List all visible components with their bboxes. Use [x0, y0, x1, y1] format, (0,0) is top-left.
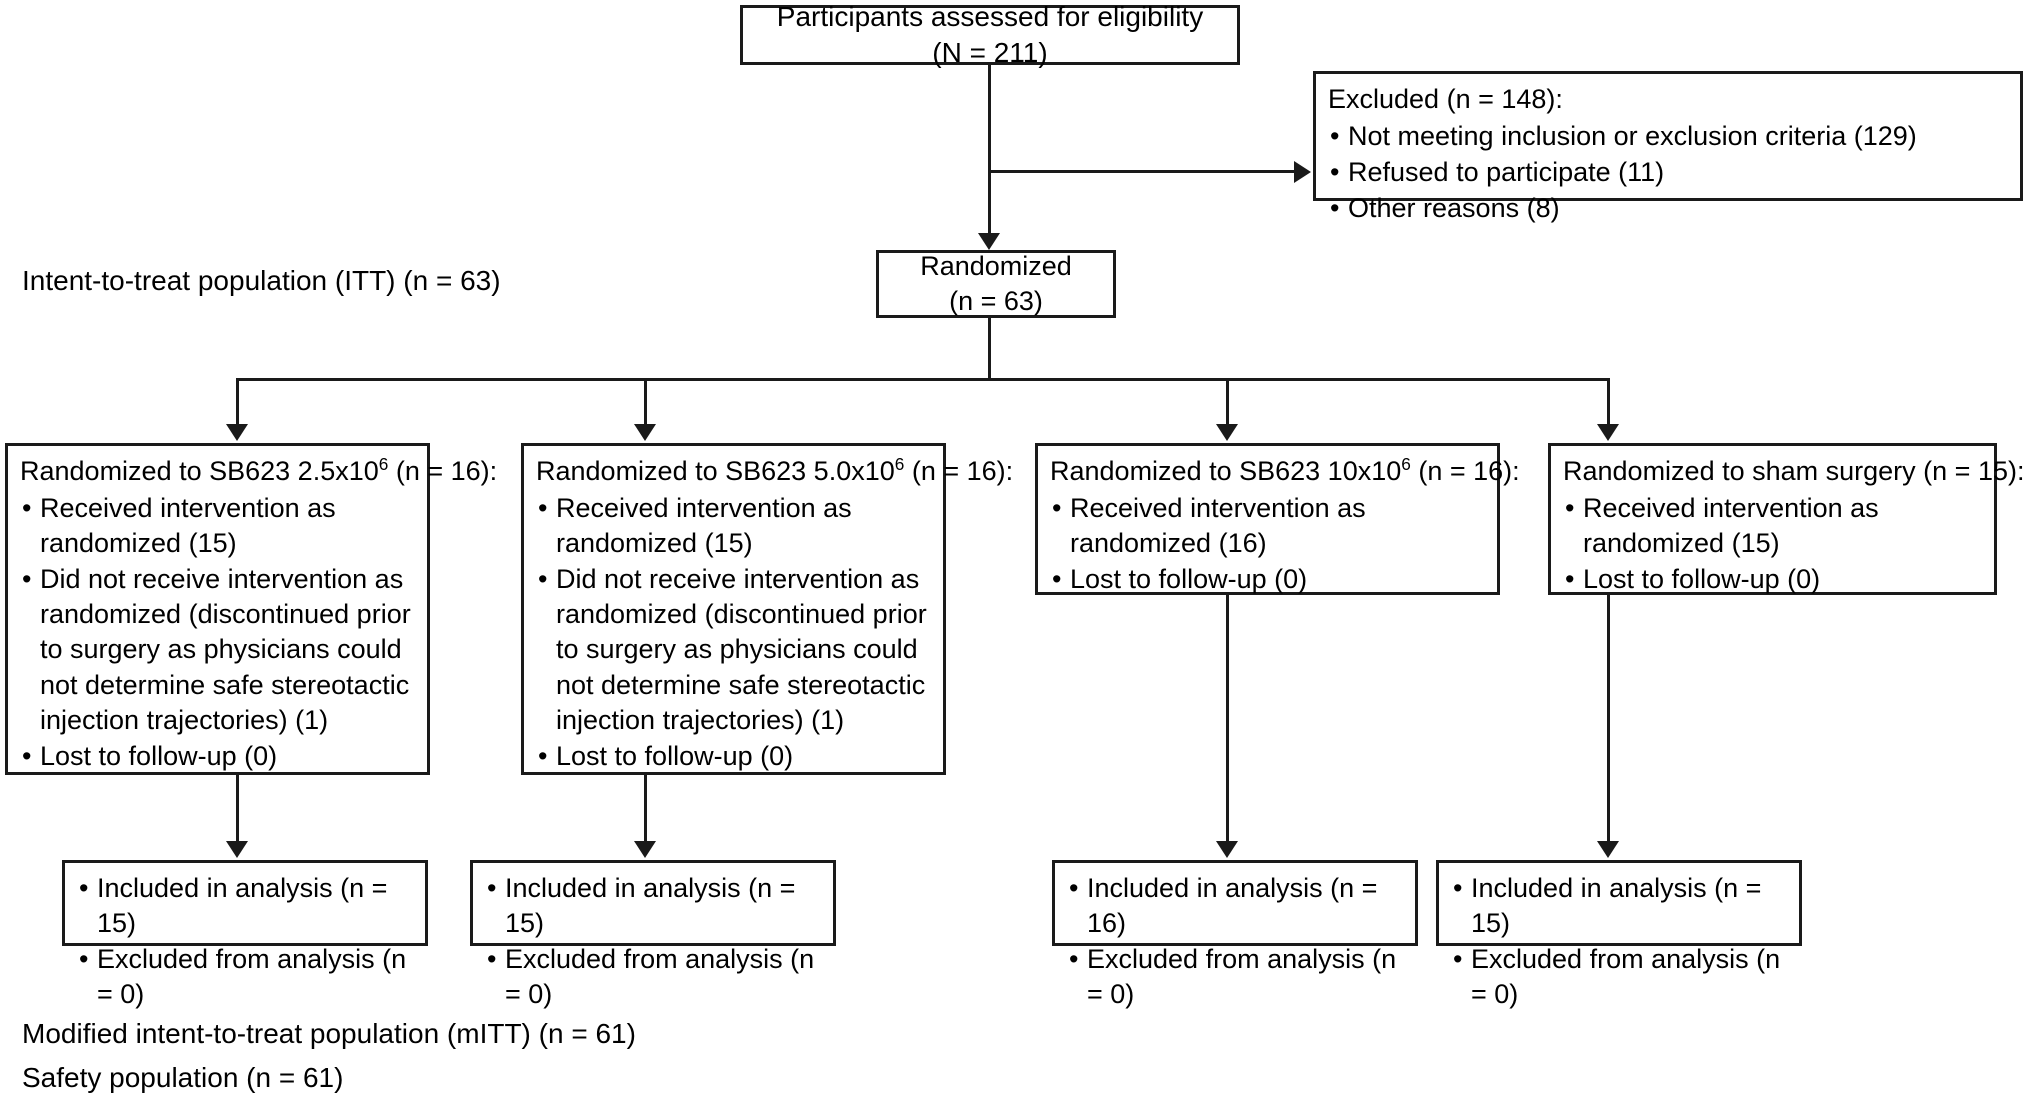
- list-item: Did not receive intervention as randomiz…: [536, 562, 933, 737]
- list-item: Lost to follow-up (0): [20, 739, 417, 774]
- arm-header-1: Randomized to SB623 2.5x106 (n = 16):: [20, 454, 498, 486]
- mitt-population-label: Modified intent-to-treat population (mIT…: [22, 1018, 636, 1049]
- connector-arm-4-to-analysis: [1607, 595, 1610, 843]
- arm-list-3: Received intervention as randomized (16)…: [1050, 491, 1487, 597]
- list-item: Lost to follow-up (0): [536, 739, 933, 774]
- arrow-to-arm-4: [1597, 424, 1619, 441]
- arm-list-2: Received intervention as randomized (15)…: [536, 491, 933, 774]
- list-item: Other reasons (8): [1328, 191, 2010, 226]
- list-item: Included in analysis (n = 15): [1451, 871, 1789, 941]
- arrow-enrollment-to-randomized: [978, 233, 1000, 250]
- arrow-arm-4-to-analysis: [1597, 841, 1619, 858]
- arm-box-2: Randomized to SB623 5.0x106 (n = 16): Re…: [521, 443, 1014, 775]
- arm-box-4: Randomized to sham surgery (n = 15): Rec…: [1548, 443, 2025, 597]
- list-item: Received intervention as randomized (15): [536, 491, 933, 561]
- excluded-box: Excluded (n = 148): Not meeting inclusio…: [1313, 71, 2023, 226]
- analysis-box-3: Included in analysis (n = 16) Excluded f…: [1052, 860, 1418, 1009]
- enrollment-line-1: Participants assessed for eligibility: [776, 0, 1204, 32]
- analysis-list-1: Included in analysis (n = 15) Excluded f…: [77, 871, 415, 1012]
- analysis-box-2: Included in analysis (n = 15) Excluded f…: [470, 860, 836, 1009]
- randomized-line-2: (n = 63): [949, 286, 1043, 316]
- arm-box-3: Randomized to SB623 10x106 (n = 16): Rec…: [1035, 443, 1520, 597]
- itt-population-label: Intent-to-treat population (ITT) (n = 63…: [22, 265, 501, 296]
- list-item: Excluded from analysis (n = 0): [1067, 942, 1405, 1012]
- analysis-box-4: Included in analysis (n = 15) Excluded f…: [1436, 860, 1802, 1009]
- arrow-arm-1-to-analysis: [226, 841, 248, 858]
- connector-drop-arm-3: [1226, 378, 1229, 426]
- list-item: Received intervention as randomized (16): [1050, 491, 1487, 561]
- excluded-list: Not meeting inclusion or exclusion crite…: [1328, 119, 2010, 226]
- arrow-to-arm-1: [226, 424, 248, 441]
- list-item: Included in analysis (n = 15): [77, 871, 415, 941]
- arrow-to-excluded: [1294, 161, 1311, 183]
- arrow-arm-3-to-analysis: [1216, 841, 1238, 858]
- list-item: Excluded from analysis (n = 0): [485, 942, 823, 1012]
- connector-drop-arm-4: [1607, 378, 1610, 426]
- safety-population-label: Safety population (n = 61): [22, 1062, 344, 1093]
- enrollment-box: Participants assessed for eligibility (N…: [740, 1, 1240, 68]
- list-item: Excluded from analysis (n = 0): [77, 942, 415, 1012]
- randomized-box: Randomized (n = 63): [876, 250, 1116, 318]
- connector-arm-2-to-analysis: [644, 775, 647, 843]
- arm-header-4: Randomized to sham surgery (n = 15):: [1563, 456, 2025, 486]
- connector-randomized-stem: [988, 318, 991, 381]
- arm-header-exponent-2: 6: [894, 454, 905, 474]
- analysis-list-4: Included in analysis (n = 15) Excluded f…: [1451, 871, 1789, 1012]
- connector-drop-arm-2: [644, 378, 647, 426]
- arm-header-2: Randomized to SB623 5.0x106 (n = 16):: [536, 454, 1014, 486]
- arm-header-exponent-3: 6: [1401, 454, 1411, 474]
- list-item: Lost to follow-up (0): [1563, 562, 1984, 597]
- arrow-arm-2-to-analysis: [634, 841, 656, 858]
- connector-branch-bar: [236, 378, 1610, 381]
- arm-header-exponent-1: 6: [378, 454, 389, 474]
- connector-excluded-branch: [988, 170, 1294, 173]
- arrow-to-arm-3: [1216, 424, 1238, 441]
- analysis-box-1: Included in analysis (n = 15) Excluded f…: [62, 860, 428, 1009]
- list-item: Included in analysis (n = 15): [485, 871, 823, 941]
- connector-enrollment-stem: [988, 65, 991, 235]
- list-item: Excluded from analysis (n = 0): [1451, 942, 1789, 1012]
- analysis-list-2: Included in analysis (n = 15) Excluded f…: [485, 871, 823, 1012]
- connector-drop-arm-1: [236, 378, 239, 426]
- arm-header-3: Randomized to SB623 10x106 (n = 16):: [1050, 454, 1520, 486]
- enrollment-line-2: (N = 211): [932, 37, 1048, 68]
- list-item: Received intervention as randomized (15): [1563, 491, 1984, 561]
- randomized-line-1: Randomized: [920, 250, 1072, 281]
- list-item: Included in analysis (n = 16): [1067, 871, 1405, 941]
- list-item: Refused to participate (11): [1328, 155, 2010, 190]
- connector-arm-1-to-analysis: [236, 775, 239, 843]
- arm-list-4: Received intervention as randomized (15)…: [1563, 491, 1984, 597]
- excluded-header: Excluded (n = 148):: [1328, 84, 1563, 114]
- arm-box-1: Randomized to SB623 2.5x106 (n = 16): Re…: [5, 443, 498, 775]
- arm-list-1: Received intervention as randomized (15)…: [20, 491, 417, 774]
- arrow-to-arm-2: [634, 424, 656, 441]
- list-item: Received intervention as randomized (15): [20, 491, 417, 561]
- analysis-list-3: Included in analysis (n = 16) Excluded f…: [1067, 871, 1405, 1012]
- list-item: Did not receive intervention as randomiz…: [20, 562, 417, 737]
- list-item: Not meeting inclusion or exclusion crite…: [1328, 119, 2010, 154]
- list-item: Lost to follow-up (0): [1050, 562, 1487, 597]
- connector-arm-3-to-analysis: [1226, 595, 1229, 843]
